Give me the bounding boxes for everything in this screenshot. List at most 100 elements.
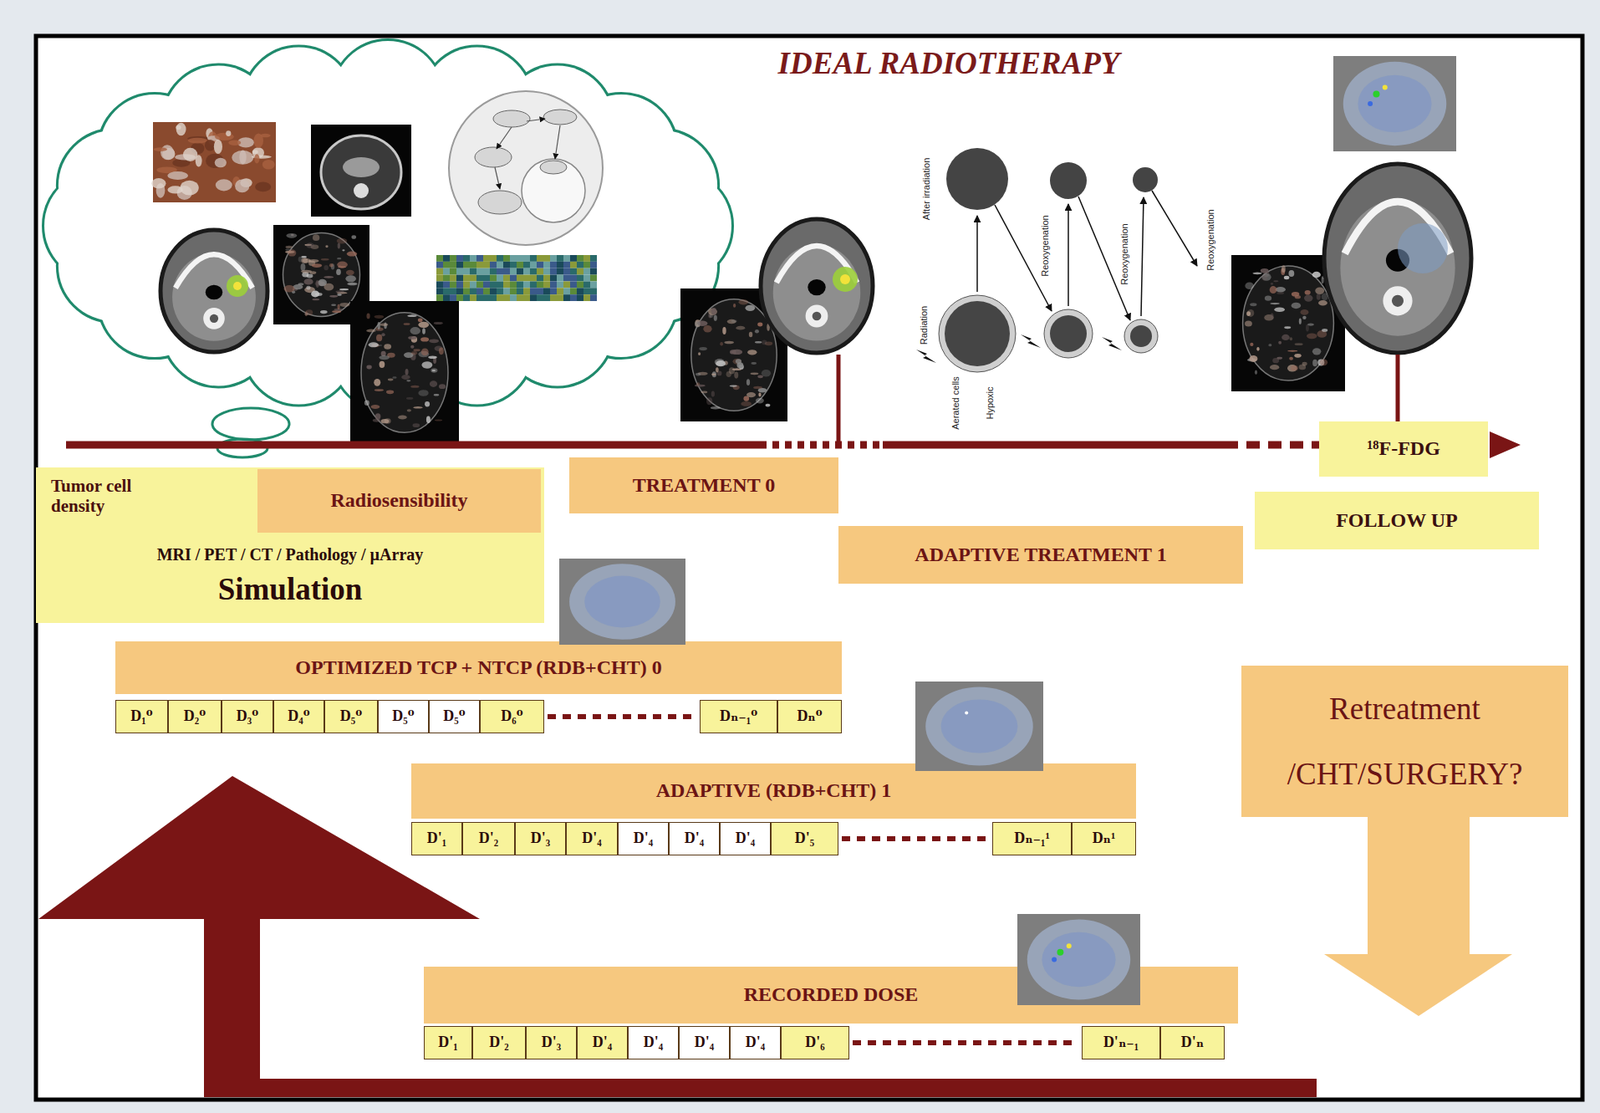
scan-speckle [285, 233, 297, 239]
tissue-patch [254, 153, 260, 164]
scan-speckle [336, 238, 347, 245]
box-label: TREATMENT 0 [632, 473, 775, 498]
scan-speckle [1318, 300, 1328, 306]
process-arrow [1067, 203, 1070, 306]
scan-speckle [284, 285, 296, 293]
microarray-spot [449, 294, 457, 301]
microarray-spot [523, 294, 530, 301]
mri-image [310, 124, 412, 217]
figure-annotation: Reoxygenation [1119, 223, 1130, 285]
microarray-spot [476, 254, 484, 262]
scan-speckle [1289, 356, 1294, 361]
scan-speckle [747, 349, 757, 355]
scan-speckle [323, 283, 334, 291]
scan-speckle [366, 329, 376, 333]
scan-outline [361, 312, 449, 434]
microarray-spot [543, 268, 551, 276]
process-arrow [1141, 197, 1144, 316]
scan-speckle [379, 323, 388, 327]
scan-speckle [325, 244, 328, 248]
timeline-line [882, 441, 1225, 449]
scan-speckle [695, 372, 701, 377]
scan-speckle [1256, 346, 1259, 352]
scan-speckle [331, 310, 342, 313]
tissue-patch [250, 155, 271, 159]
scan-speckle [746, 392, 756, 398]
fraction-dose: D'₃ [530, 830, 551, 847]
recorded-dose-band: RECORDED DOSE [423, 966, 1239, 1024]
tissue-patch [188, 137, 208, 144]
fraction-dose: D'ₙ₋₁ [1103, 1034, 1139, 1051]
scan-speckle [698, 351, 701, 356]
spinal-canal [812, 311, 822, 322]
fraction-dose: Dₙ₋₁¹ [1014, 830, 1050, 847]
fraction-dose: D'₁ [427, 830, 447, 847]
tissue-patch [179, 180, 199, 196]
dose-fraction-cell: Dₙ₋₁⁰ [699, 699, 778, 734]
scan-speckle [1291, 291, 1300, 297]
scan-speckle [373, 378, 381, 387]
scan-speckle [1269, 285, 1278, 294]
scan-speckle [731, 319, 738, 323]
microarray-spot [489, 294, 497, 301]
scan-image [350, 300, 459, 444]
box-label: FOLLOW UP [1335, 509, 1458, 533]
scan-speckle [368, 341, 379, 347]
dose-fraction-cell: D'₄ [729, 1025, 781, 1060]
fraction-dose: D₃⁰ [236, 708, 259, 725]
microarray-spot [583, 280, 591, 288]
microarray-spot [583, 268, 591, 276]
fraction-dose: D'₄ [735, 830, 755, 847]
microarray-spot [570, 254, 577, 262]
scan-speckle [310, 290, 320, 298]
tumor-spot [832, 266, 858, 292]
microarray-spot [443, 275, 450, 282]
scan-speckle [417, 317, 423, 322]
fraction-dose: D₁⁰ [130, 708, 153, 725]
microarray-spot [469, 268, 477, 276]
scan-speckle [1244, 281, 1254, 290]
scan-speckle [1264, 295, 1272, 301]
dose-fraction-cell: D₁⁰ [115, 699, 169, 734]
microarray-spot [489, 254, 497, 262]
scan-speckle [1270, 313, 1274, 320]
scan-speckle [1305, 324, 1310, 332]
microarray-spot [449, 268, 457, 276]
scan-speckle [406, 379, 411, 382]
microarray-spot [529, 254, 537, 262]
dose-fraction-cell: D'₅ [770, 821, 839, 856]
timeline-arrowhead [1489, 431, 1521, 459]
scan-speckle [1290, 365, 1299, 371]
microarray-spot [483, 275, 490, 282]
microarray-spot [503, 254, 510, 262]
scan-speckle [429, 380, 438, 388]
microarray-spot [456, 280, 464, 288]
scan-speckle [374, 388, 384, 392]
scan-speckle [1260, 268, 1269, 273]
scan-speckle [1275, 286, 1286, 292]
tissue-patch [234, 178, 250, 193]
scan-speckle [336, 293, 342, 296]
scan-speckle [694, 321, 701, 328]
mri-structure [342, 157, 380, 178]
microarray-spot [536, 268, 544, 276]
process-arrow [976, 215, 979, 292]
microarray-spot [543, 294, 551, 301]
scan-speckle [311, 263, 322, 268]
dose-fraction-cell: D'₄ [627, 1025, 679, 1060]
dose-fraction-cell: D'₁ [411, 821, 463, 856]
pathway-diagram [448, 91, 603, 245]
scan-speckle [1281, 264, 1286, 273]
soft-tissue [172, 253, 256, 342]
microarray-spot [536, 275, 544, 282]
scan-speckle [346, 270, 355, 276]
scan-speckle [341, 249, 345, 251]
microarray-spot [463, 254, 470, 262]
tissue-patch [151, 178, 166, 189]
dose-fraction-cell: D'₄ [668, 821, 720, 856]
tissue-patch [254, 181, 271, 192]
scan-speckle [701, 391, 709, 394]
microarray-spot [543, 287, 551, 295]
scan-speckle [377, 321, 380, 330]
